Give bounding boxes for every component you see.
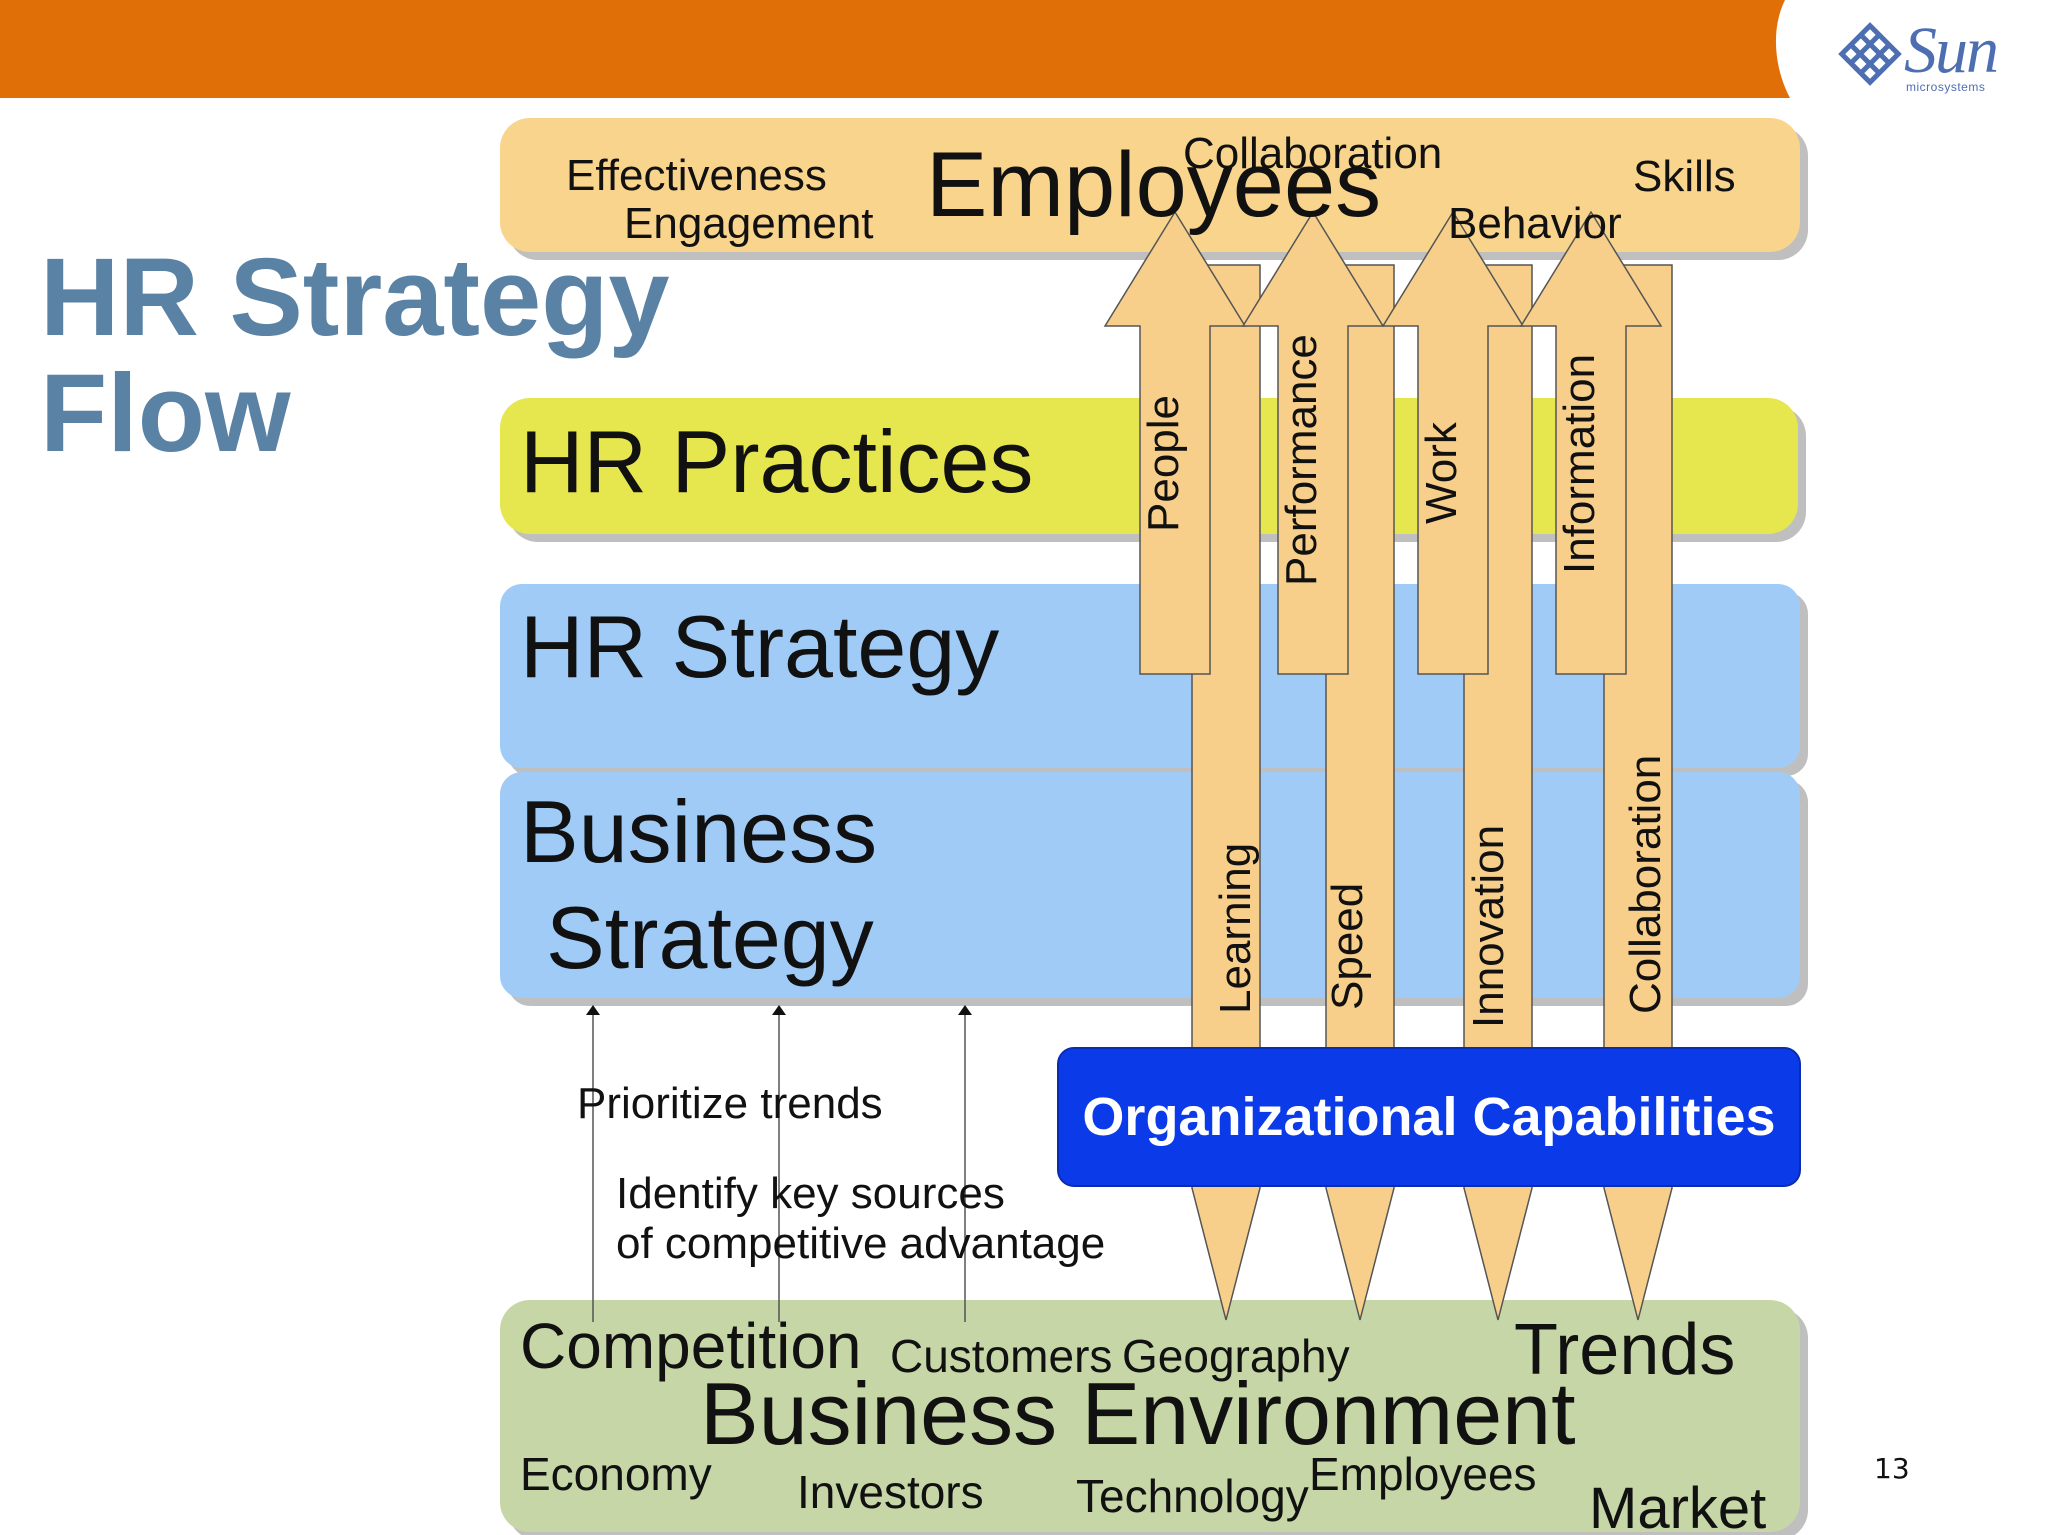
business-environment-label: Business Environment — [700, 1364, 1576, 1463]
slide-title-line1: HR Strategy — [40, 236, 670, 359]
employees-word-engagement: Engagement — [624, 199, 874, 248]
environment-word-employees: Employees — [1309, 1448, 1537, 1500]
environment-word-customers: Customers — [890, 1330, 1112, 1382]
sun-microsystems-logo: Sun microsystems — [1838, 18, 2028, 98]
up-arrow-label-information: Information — [1555, 354, 1604, 574]
environment-word-competition: Competition — [520, 1310, 862, 1382]
sun-logo-mark-icon — [1838, 22, 1902, 86]
up-arrow-label-work: Work — [1417, 421, 1466, 524]
org-capabilities-label: Organizational Capabilities — [1082, 1087, 1775, 1147]
capability-label-speed: Speed — [1323, 883, 1372, 1010]
up-arrow-label-people: People — [1139, 395, 1188, 532]
employees-word-skills: Skills — [1633, 152, 1736, 201]
trend-arrows — [586, 1005, 972, 1322]
hr-practices-label: HR Practices — [520, 412, 1033, 511]
up-arrow-information — [1519, 210, 1663, 675]
page-number: 13 — [1874, 1452, 1910, 1485]
business-strategy-label-line2: Strategy — [546, 888, 874, 987]
annotation-identify-line1: Identify key sources — [616, 1169, 1005, 1218]
annotation-prioritize-trends: Prioritize trends — [577, 1079, 883, 1128]
employees-word-behavior: Behavior — [1448, 199, 1622, 248]
employees-word-effectiveness: Effectiveness — [566, 151, 827, 200]
employees-label: Employees — [926, 134, 1381, 236]
org-capabilities-box — [1057, 1047, 1801, 1187]
capability-label-innovation: Innovation — [1464, 825, 1513, 1028]
environment-word-economy: Economy — [520, 1448, 712, 1500]
sun-logo-word: Sun — [1904, 14, 1999, 87]
employees-word-collaboration: Collaboration — [1183, 129, 1442, 178]
environment-word-market: Market — [1589, 1476, 1766, 1535]
business-environment-band — [500, 1300, 1800, 1532]
environment-word-geography: Geography — [1122, 1330, 1350, 1382]
business-strategy-label-line1: Business — [520, 782, 877, 881]
up-arrow-label-performance: Performance — [1277, 334, 1326, 586]
employees-band — [500, 118, 1800, 252]
slide-title-line2: Flow — [40, 352, 291, 475]
up-arrows — [1103, 210, 1663, 675]
sun-logo-subtext: microsystems — [1906, 80, 1986, 94]
environment-word-trends: Trends — [1514, 1310, 1735, 1390]
annotation-identify-line2: of competitive advantage — [616, 1219, 1105, 1268]
header-bar — [0, 0, 1790, 98]
up-arrow-people — [1103, 210, 1247, 675]
up-arrow-work — [1381, 210, 1525, 675]
environment-word-investors: Investors — [797, 1466, 984, 1518]
hr-strategy-label: HR Strategy — [520, 597, 999, 696]
up-arrow-performance — [1241, 210, 1385, 675]
slide-title: HR Strategy Flow — [40, 240, 670, 472]
capability-label-collaboration: Collaboration — [1621, 755, 1670, 1014]
environment-word-technology: Technology — [1076, 1470, 1309, 1522]
capability-label-learning: Learning — [1211, 843, 1260, 1014]
